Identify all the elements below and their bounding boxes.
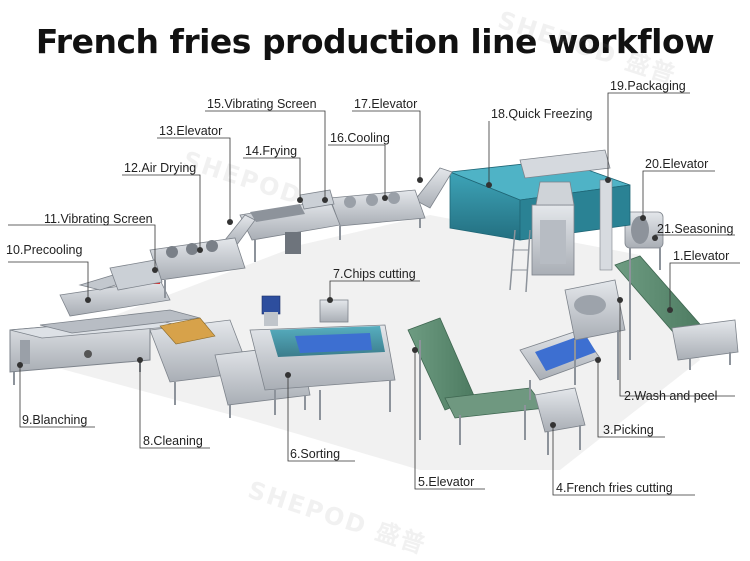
step-label-19: 19.Packaging: [610, 79, 686, 93]
step-label-1: 1.Elevator: [673, 249, 729, 263]
step-label-13: 13.Elevator: [159, 124, 222, 138]
step-label-15: 15.Vibrating Screen: [207, 97, 317, 111]
step-label-2: 2.Wash and peel: [624, 389, 717, 403]
step-label-14: 14.Frying: [245, 144, 297, 158]
step-label-12: 12.Air Drying: [124, 161, 196, 175]
step-label-4: 4.French fries cutting: [556, 481, 673, 495]
step-label-9: 9.Blanching: [22, 413, 87, 427]
step-label-10: 10.Precooling: [6, 243, 82, 257]
step-label-7: 7.Chips cutting: [333, 267, 416, 281]
step-label-6: 6.Sorting: [290, 447, 340, 461]
step-label-11: 11.Vibrating Screen: [44, 212, 153, 226]
step-label-20: 20.Elevator: [645, 157, 708, 171]
step-label-5: 5.Elevator: [418, 475, 474, 489]
production-line-illustration: [0, 0, 750, 520]
step-label-3: 3.Picking: [603, 423, 654, 437]
step-label-17: 17.Elevator: [354, 97, 417, 111]
step-label-21: 21.Seasoning: [657, 222, 733, 236]
step-label-8: 8.Cleaning: [143, 434, 203, 448]
step-label-18: 18.Quick Freezing: [491, 107, 592, 121]
step-label-16: 16.Cooling: [330, 131, 390, 145]
